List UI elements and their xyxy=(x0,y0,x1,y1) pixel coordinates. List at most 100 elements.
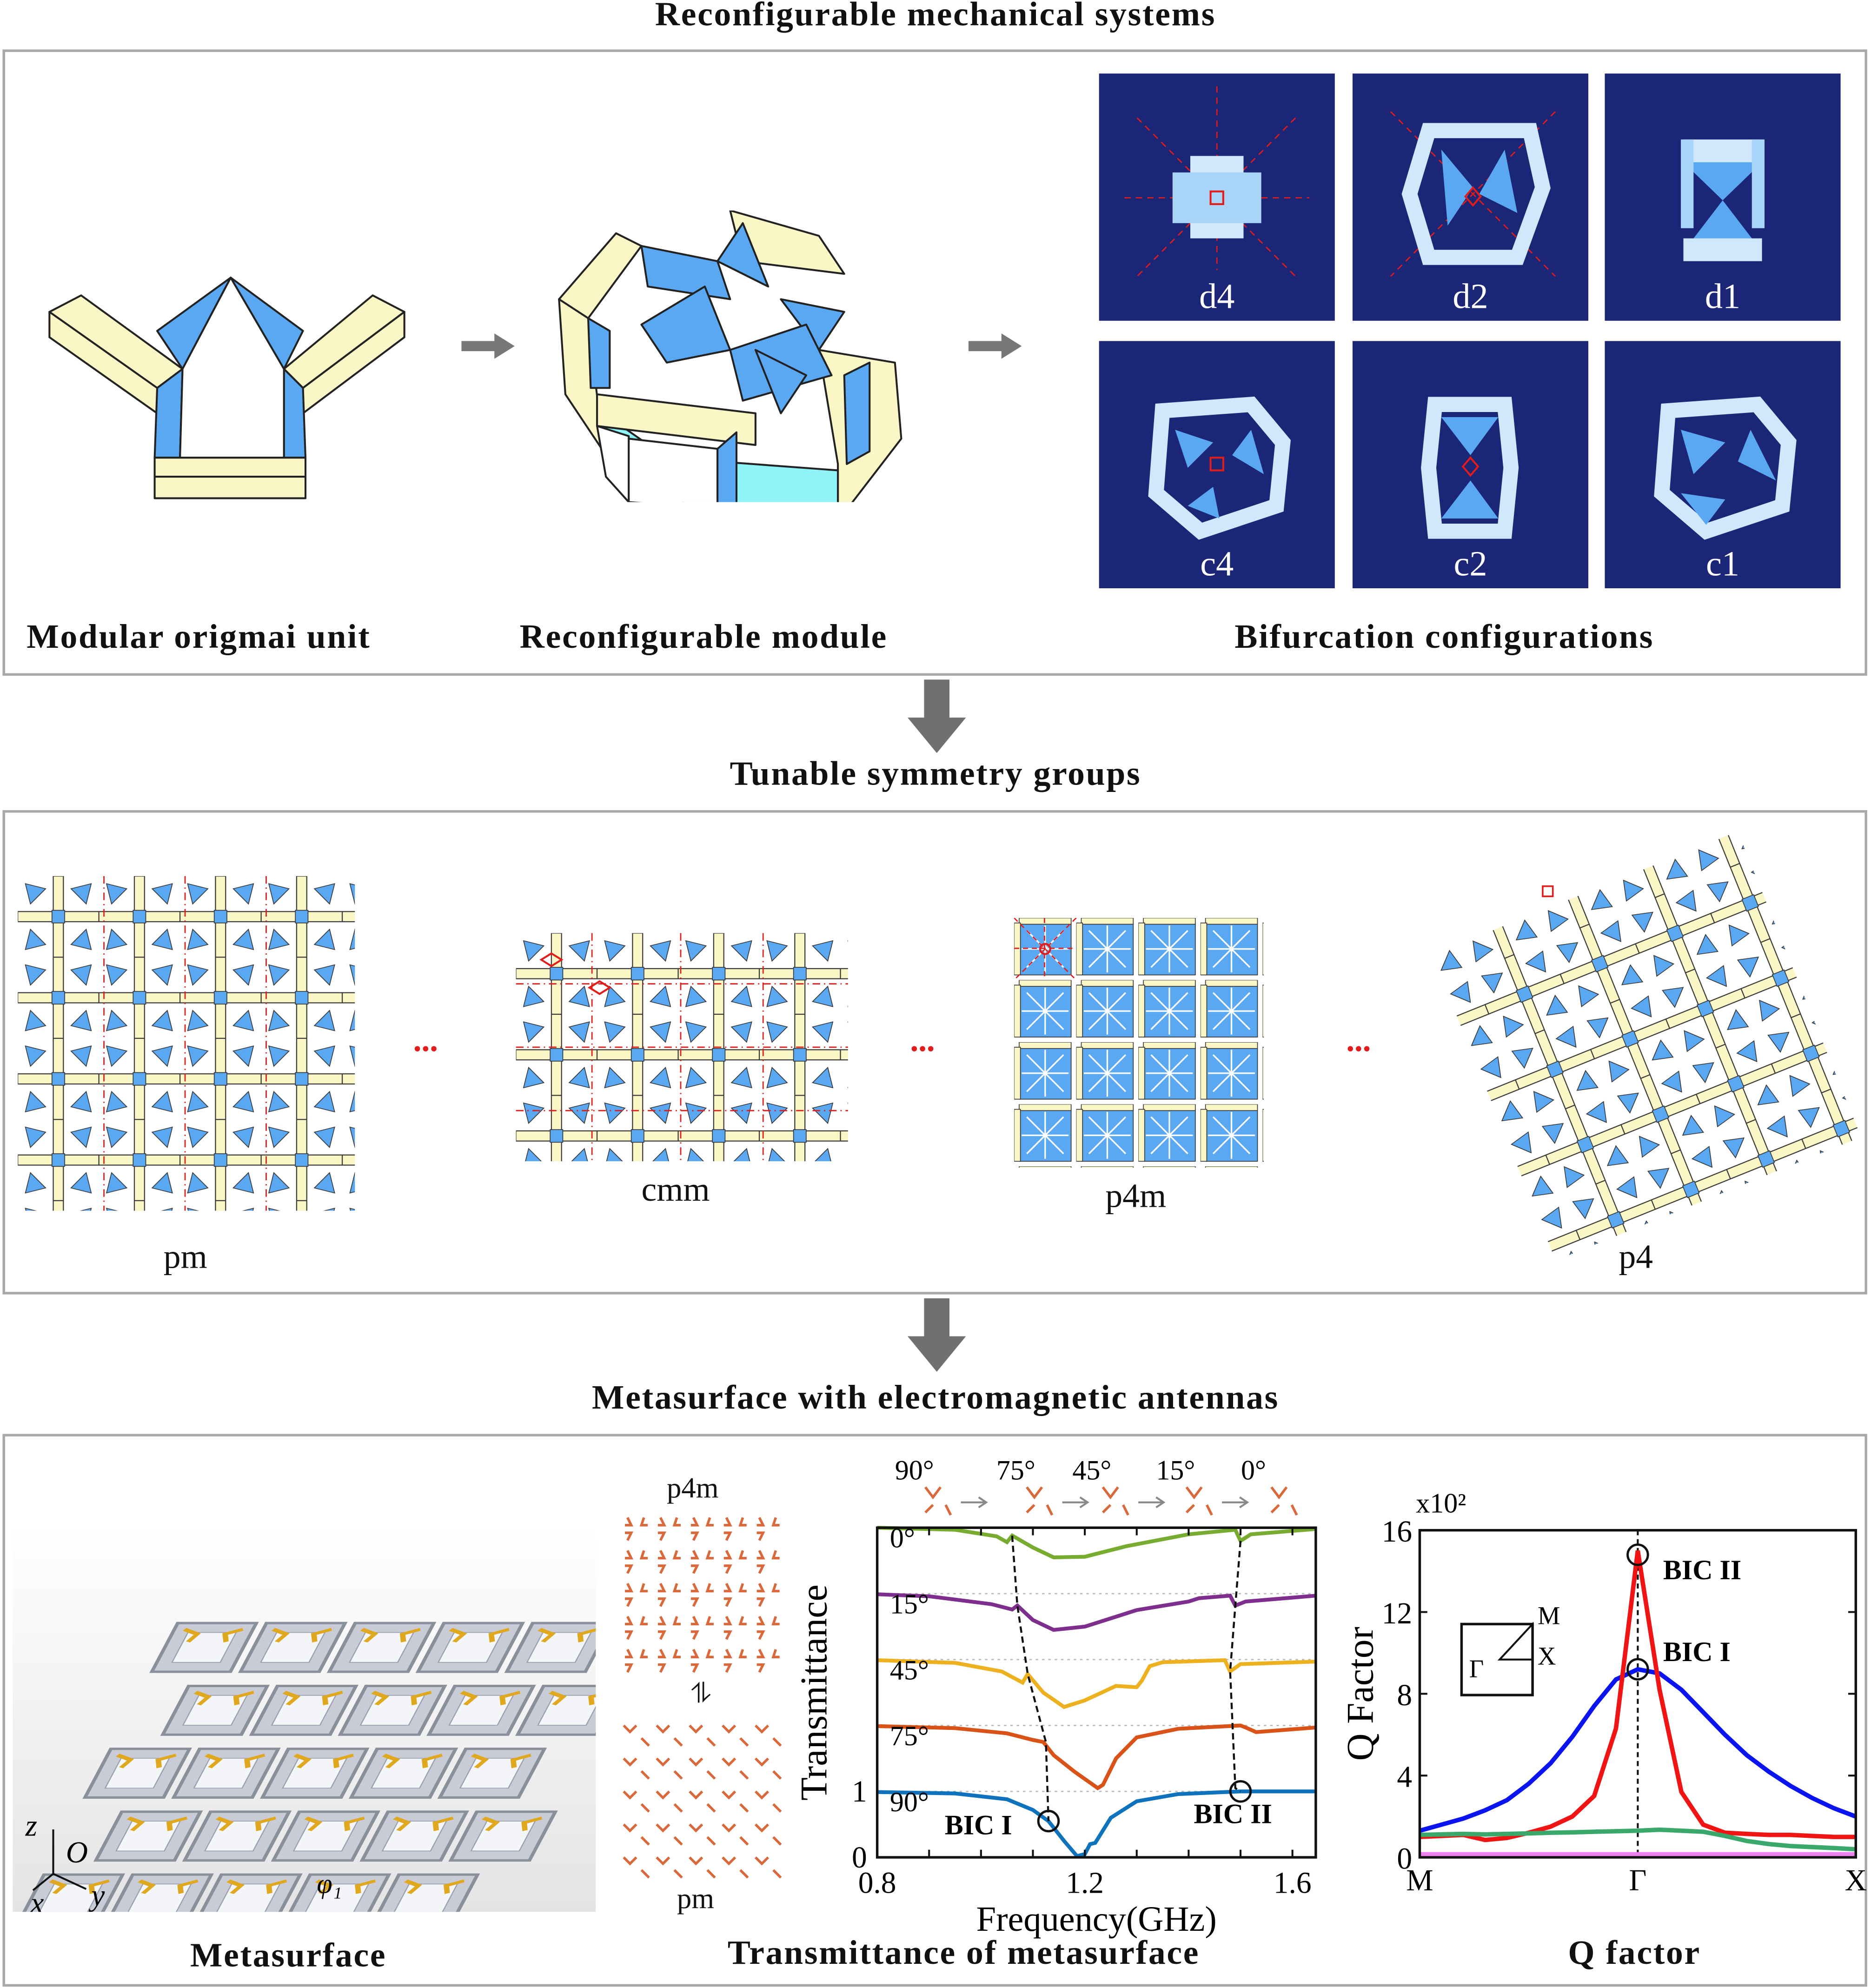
antenna-mark xyxy=(689,1856,716,1879)
antenna-mark xyxy=(722,1856,749,1879)
bic-track xyxy=(1011,1536,1050,1822)
antenna-mark xyxy=(471,1754,531,1769)
config-tile-c4: c4 xyxy=(1099,341,1335,589)
annotation-bic-1: BIC I xyxy=(1663,1636,1731,1667)
axis-x-label: x xyxy=(30,1887,44,1912)
x-tick-label: X xyxy=(1845,1864,1867,1897)
antenna-mark xyxy=(193,1690,254,1706)
arrow-right-icon xyxy=(1062,1496,1089,1509)
antenna-mark xyxy=(689,1724,716,1747)
arrow-right-icon xyxy=(968,333,1022,359)
origin-label: O xyxy=(66,1836,88,1869)
arrow-down-icon xyxy=(908,1298,966,1372)
inset-label-m: M xyxy=(1538,1601,1560,1629)
x-tick-label: 0.8 xyxy=(858,1866,896,1900)
antenna-mark xyxy=(215,1816,276,1831)
config-label: d1 xyxy=(1705,278,1741,317)
config-d2-icon xyxy=(1390,111,1556,277)
antenna-mark xyxy=(382,1754,443,1769)
y-tick-label: 16 xyxy=(1382,1515,1412,1549)
config-d1-icon xyxy=(1681,139,1765,261)
y-tick-label: 12 xyxy=(1382,1597,1412,1630)
config-tile-d1: d1 xyxy=(1605,73,1841,321)
antenna-mark xyxy=(360,1628,421,1643)
caption-origami-unit: Modular origmai unit xyxy=(27,617,371,656)
antenna-mark xyxy=(623,1724,650,1747)
antenna-mark xyxy=(723,1616,747,1640)
x-axis-label: Frequency(GHz) xyxy=(976,1899,1217,1939)
antenna-mark xyxy=(625,1517,648,1541)
inset-label-x: X xyxy=(1538,1642,1556,1670)
antenna-mark xyxy=(722,1823,749,1846)
antenna-mark xyxy=(690,1616,714,1640)
panel-symmetry-groups: pm ... cmm ... p4m ... p4 xyxy=(2,810,1867,1295)
antenna-config-icon xyxy=(1270,1486,1298,1516)
antenna-mark xyxy=(449,1628,510,1643)
panel-reconfigurable-systems: d4 d2 d1 c4 c2 c1 Modular origmai unit R… xyxy=(2,49,1867,676)
y-axis-label: Transmittance xyxy=(793,1584,835,1801)
y-tick-label: 0 xyxy=(1397,1842,1412,1876)
antenna-config-icon xyxy=(1101,1486,1129,1516)
x-tick-label: 1.6 xyxy=(1274,1866,1312,1900)
series-label: 90° xyxy=(890,1787,929,1817)
group-label-pm: pm xyxy=(163,1237,207,1276)
antenna-mark xyxy=(623,1856,650,1879)
series-line-15deg xyxy=(877,1592,1316,1632)
antenna-mark xyxy=(722,1790,749,1813)
antenna-mark xyxy=(204,1754,265,1769)
angle-label: 90° xyxy=(895,1455,934,1486)
series-line-red xyxy=(1420,1550,1856,1842)
antenna-mark xyxy=(481,1816,543,1831)
antenna-mark xyxy=(690,1582,714,1607)
antenna-mark xyxy=(282,1690,343,1706)
series-line-75deg xyxy=(877,1723,1316,1791)
x-tick-label: Γ xyxy=(1629,1864,1646,1897)
config-c4-icon xyxy=(1148,396,1291,540)
config-label: c2 xyxy=(1453,545,1487,585)
antenna-mark xyxy=(756,1616,780,1640)
arrow-right-icon xyxy=(1222,1496,1249,1509)
bic-track xyxy=(1229,1541,1242,1793)
antenna-array-p4m xyxy=(625,1517,780,1673)
y-tick-label: 0 xyxy=(852,1841,867,1875)
config-tile-c1: c1 xyxy=(1605,341,1841,589)
series-label: 45° xyxy=(890,1655,929,1685)
arrow-down-icon xyxy=(908,679,966,753)
antenna-config-icon xyxy=(1185,1486,1213,1516)
bic-marker xyxy=(1037,1809,1060,1833)
antenna-mark xyxy=(126,1816,187,1831)
antenna-config-icon xyxy=(924,1486,952,1516)
antenna-mark xyxy=(656,1790,683,1813)
series-label: 15° xyxy=(890,1589,929,1619)
origami-unit-drawing xyxy=(48,277,405,499)
config-label: c4 xyxy=(1200,545,1234,585)
series-line-0deg xyxy=(877,1526,1316,1560)
antenna-config-icon xyxy=(1026,1486,1054,1516)
antenna-mark xyxy=(537,1628,596,1643)
antenna-mark xyxy=(226,1879,287,1894)
section-title-symmetry: Tunable symmetry groups xyxy=(730,754,1141,792)
antenna-mark xyxy=(271,1628,332,1643)
antenna-mark xyxy=(723,1582,747,1607)
axis-z-label: z xyxy=(25,1809,37,1843)
config-tile-c2: c2 xyxy=(1352,341,1589,589)
antenna-label-pm: pm xyxy=(677,1882,714,1915)
antenna-label-p4m: p4m xyxy=(667,1472,719,1504)
antenna-mark xyxy=(371,1690,432,1706)
arrow-right-icon xyxy=(1138,1496,1166,1509)
arrow-right-icon xyxy=(461,333,515,359)
caption-reconfigurable-module: Reconfigurable module xyxy=(519,617,888,656)
antenna-mark xyxy=(656,1823,683,1846)
antenna-mark xyxy=(459,1690,521,1706)
antenna-mark xyxy=(723,1517,747,1541)
antenna-mark xyxy=(625,1616,648,1640)
group-label-cmm: cmm xyxy=(641,1170,710,1209)
metasurface-3d-render: z O x y φ₁ xyxy=(13,1525,596,1912)
caption-metasurface: Metasurface xyxy=(190,1936,387,1974)
caption-transmittance: Transmittance of metasurface xyxy=(727,1933,1200,1972)
annotation-bic-1: BIC I xyxy=(945,1809,1012,1840)
antenna-mark xyxy=(393,1816,454,1831)
antenna-mark xyxy=(722,1757,749,1780)
antenna-mark xyxy=(689,1823,716,1846)
